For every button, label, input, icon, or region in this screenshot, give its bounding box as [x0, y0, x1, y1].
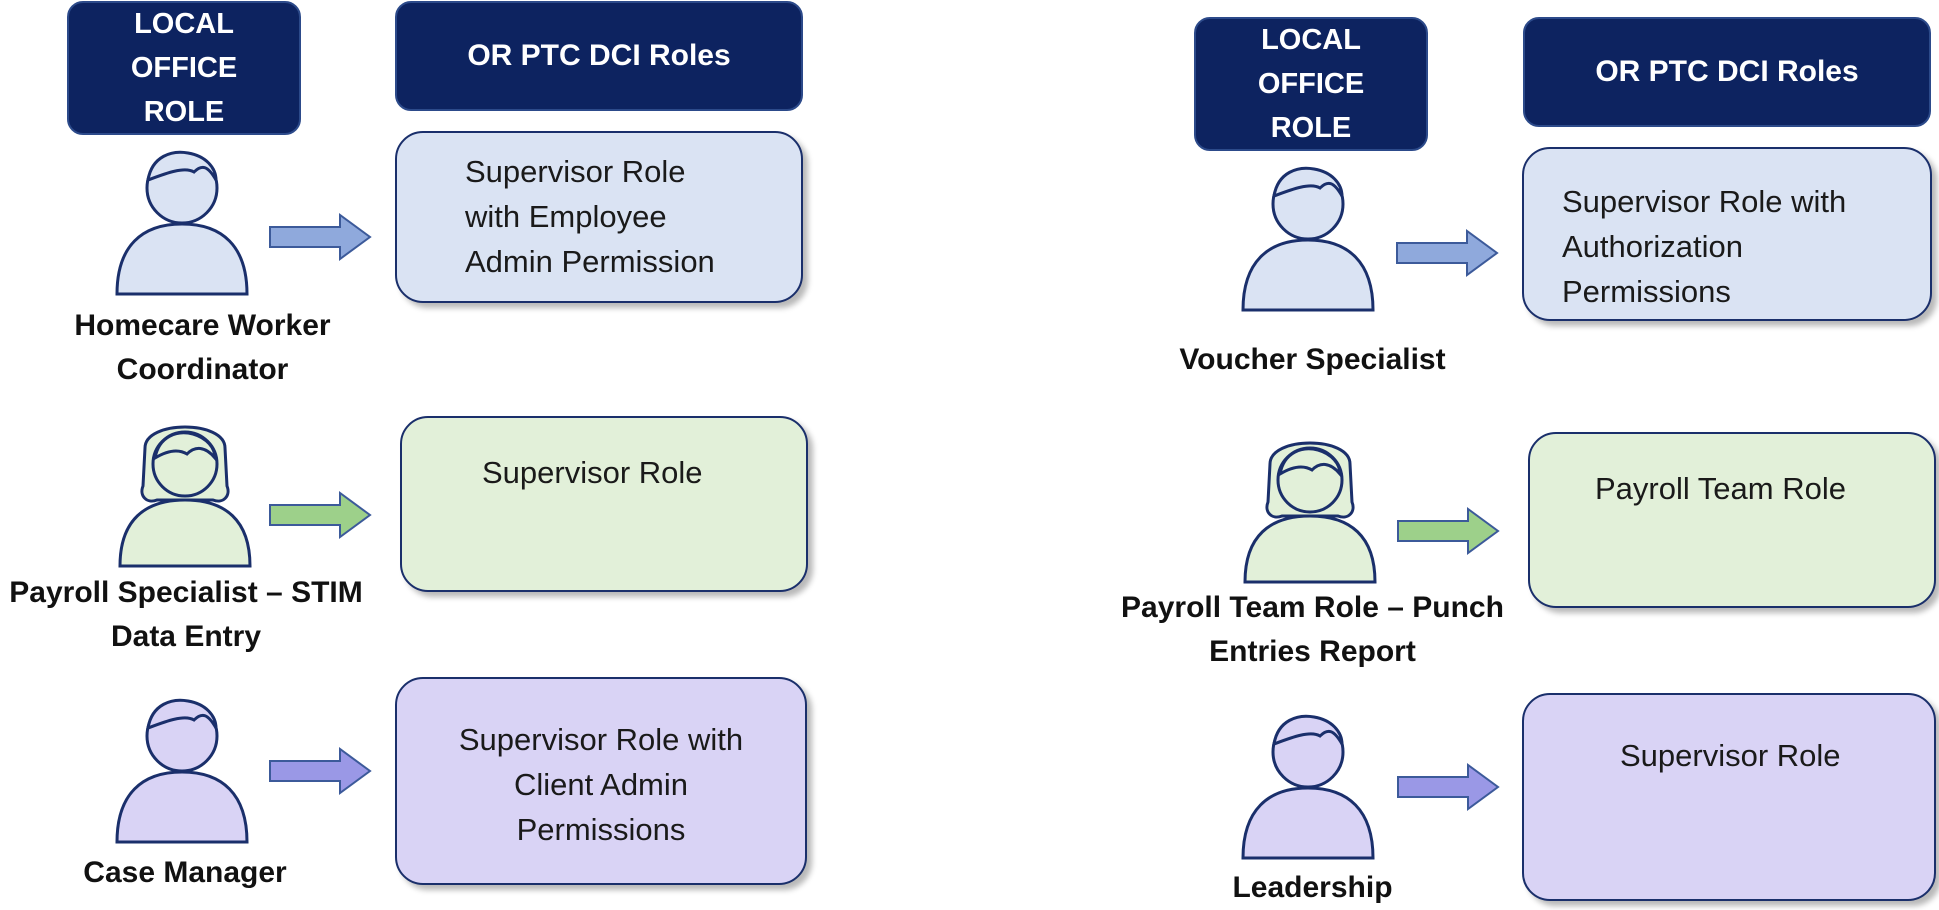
person-label-case-manager: Case Manager — [83, 856, 287, 889]
arrow-icon — [268, 213, 372, 261]
role-box-supervisor-role-leadership: Supervisor Role — [1522, 693, 1936, 901]
right-dci-roles-label: OR PTC DCI Roles — [1595, 55, 1859, 88]
male-person-icon — [1238, 152, 1378, 312]
male-person-icon — [1238, 700, 1378, 860]
left-dci-roles-header: OR PTC DCI Roles — [395, 1, 803, 111]
role-box-payroll-team-role: Payroll Team Role — [1528, 432, 1936, 608]
male-person-icon — [112, 136, 252, 296]
person-label-payroll-specialist-stim: Payroll Specialist – STIM Data Entry — [9, 576, 363, 653]
male-person-icon — [112, 684, 252, 844]
right-local-office-role-label: LOCAL OFFICE ROLE — [1257, 24, 1365, 144]
female-person-icon — [1240, 424, 1380, 584]
role-box-supervisor-role: Supervisor Role — [400, 416, 808, 592]
arrow-icon — [268, 491, 372, 539]
role-box-supervisor-authorization: Supervisor Role with Authorization Permi… — [1522, 147, 1932, 321]
right-dci-roles-header: OR PTC DCI Roles — [1523, 17, 1931, 127]
role-text: Supervisor Role — [1620, 738, 1841, 773]
right-local-office-role-header: LOCAL OFFICE ROLE — [1194, 17, 1428, 151]
person-label-leadership: Leadership — [1232, 871, 1393, 904]
role-text: Supervisor Role with Client Admin Permis… — [458, 722, 744, 847]
arrow-icon — [268, 747, 372, 795]
role-box-supervisor-employee-admin: Supervisor Role with Employee Admin Perm… — [395, 131, 803, 303]
role-text: Supervisor Role with Authorization Permi… — [1562, 184, 1847, 309]
arrow-icon — [1395, 229, 1499, 277]
arrow-icon — [1396, 763, 1500, 811]
role-box-supervisor-client-admin: Supervisor Role with Client Admin Permis… — [395, 677, 807, 885]
role-text: Supervisor Role with Employee Admin Perm… — [465, 154, 715, 279]
role-text: Supervisor Role — [482, 455, 703, 490]
person-label-voucher-specialist: Voucher Specialist — [1179, 343, 1446, 376]
role-text: Payroll Team Role — [1595, 471, 1846, 506]
person-label-homecare-worker-coordinator: Homecare Worker Coordinator — [74, 309, 331, 386]
left-local-office-role-header: LOCAL OFFICE ROLE — [67, 1, 301, 135]
left-local-office-role-label: LOCAL OFFICE ROLE — [130, 8, 238, 128]
left-dci-roles-label: OR PTC DCI Roles — [467, 39, 731, 72]
arrow-icon — [1396, 507, 1500, 555]
female-person-icon — [115, 408, 255, 568]
person-label-payroll-team-punch-entries: Payroll Team Role – Punch Entries Report — [1121, 591, 1504, 668]
